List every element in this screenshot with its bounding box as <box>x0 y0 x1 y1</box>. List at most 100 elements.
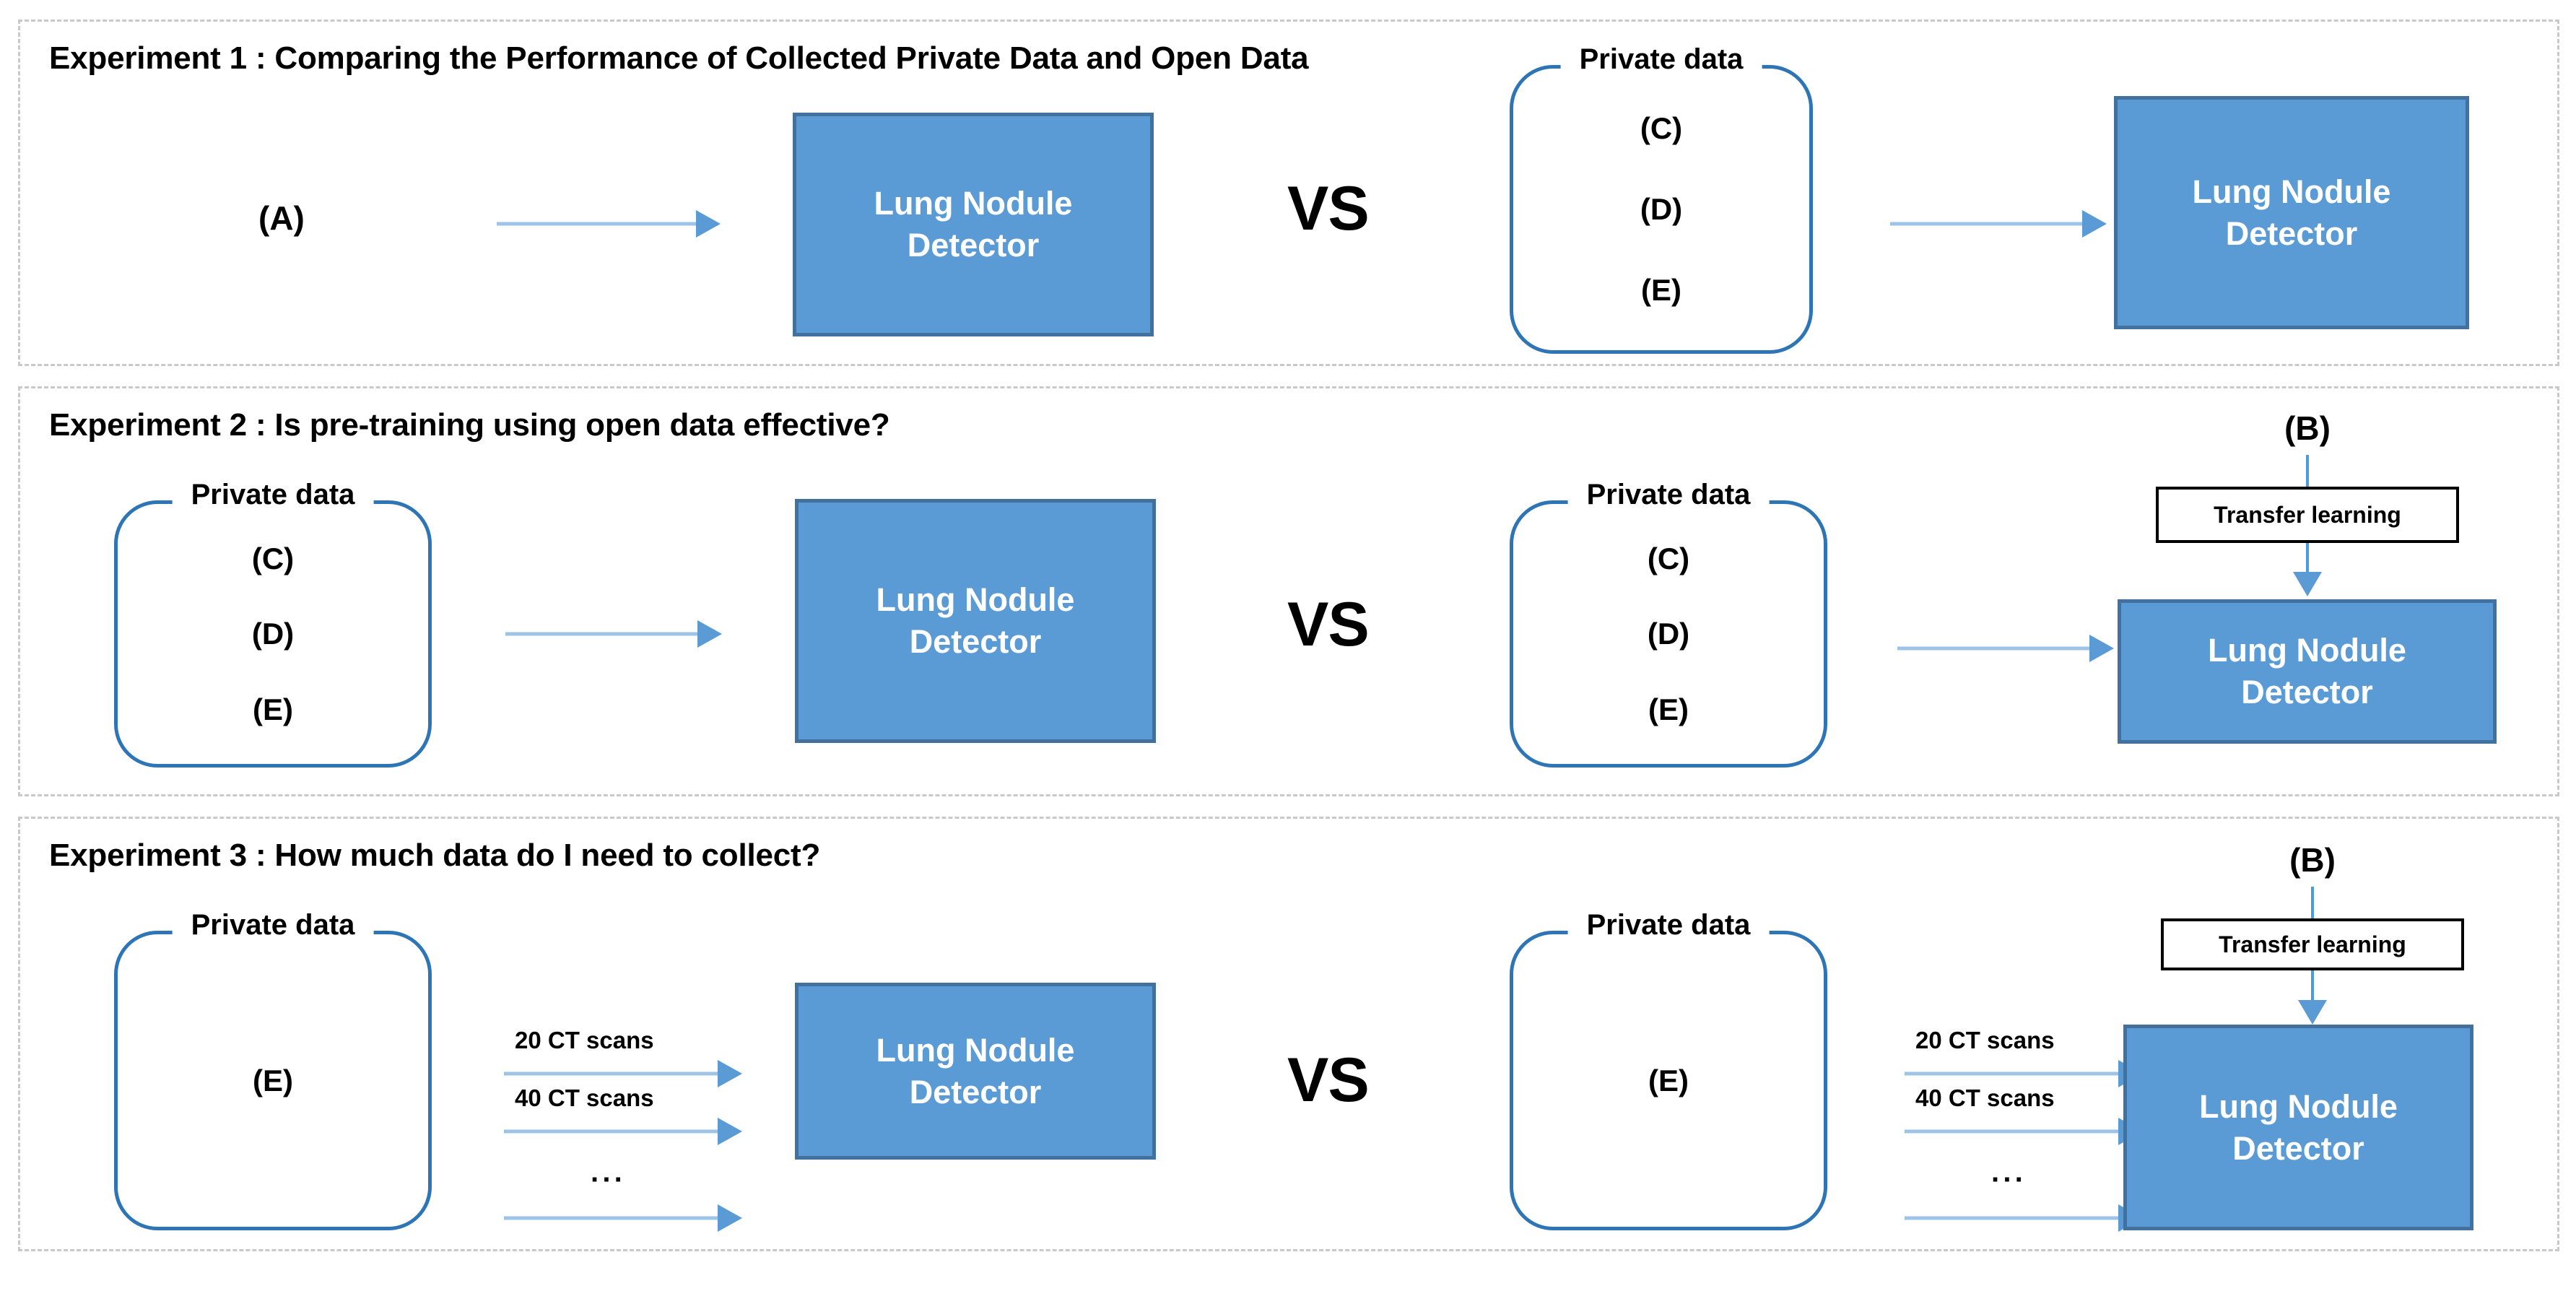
private-data-items: (C) (D) (E) <box>114 500 432 768</box>
dataset-item: (E) <box>253 1063 293 1097</box>
experiment-3-left-private-data-box: Private data (E) <box>114 909 432 1230</box>
detector-line-1: Lung Nodule <box>2199 1087 2398 1125</box>
experiment-1-title: Experiment 1 : Comparing the Performance… <box>49 40 1309 76</box>
experiment-2-left-private-data-box: Private data (C) (D) (E) <box>114 479 432 768</box>
experiment-2-left-detector: Lung Nodule Detector <box>795 499 1156 743</box>
private-data-legend: Private data <box>1567 909 1770 942</box>
arrow-shaft <box>1905 1072 2118 1076</box>
arrow-head-icon <box>697 620 722 648</box>
detector-line-2: Detector <box>907 227 1040 264</box>
experiment-1-right-arrow <box>1890 209 2107 238</box>
experiment-3-vs-label: VS <box>1287 1046 1370 1115</box>
detector-line-1: Lung Nodule <box>2192 173 2391 210</box>
dataset-item: (D) <box>251 617 295 651</box>
experiment-3-left-arrow-1 <box>504 1059 742 1088</box>
experiment-3-right-arrow-2 <box>1905 1117 2143 1146</box>
arrow-head-icon <box>2089 635 2114 662</box>
arrow-shaft <box>1905 1129 2118 1134</box>
arrow-shaft <box>1890 222 2082 226</box>
experiment-2-right-private-data-box: Private data (C) (D) (E) <box>1510 479 1827 768</box>
arrow-head-icon <box>718 1060 742 1087</box>
experiment-2-right-arrow <box>1897 634 2114 663</box>
transfer-learning-marker: (B) <box>2284 409 2331 447</box>
detector-line-2: Detector <box>909 1073 1042 1110</box>
arrow-head-icon <box>718 1204 742 1232</box>
dataset-item: (E) <box>1648 1063 1689 1097</box>
experiment-2-vs-label: VS <box>1287 590 1370 659</box>
private-data-legend: Private data <box>172 909 374 942</box>
experiment-3-left-arrow-label-2: 40 CT scans <box>515 1084 654 1111</box>
experiment-2-title: Experiment 2 : Is pre-training using ope… <box>49 407 890 443</box>
experiment-3-panel: Experiment 3 : How much data do I need t… <box>18 817 2559 1251</box>
experiment-3-left-arrow-label-3: ··· <box>591 1164 626 1196</box>
experiment-2-transfer-learning-group: (B) Transfer learning <box>2156 409 2459 596</box>
experiment-3-left-arrow-2 <box>504 1117 742 1146</box>
dataset-item: (E) <box>253 692 293 726</box>
experiment-3-right-arrow-label-3: ··· <box>1991 1164 2027 1196</box>
dataset-item: (C) <box>251 541 295 575</box>
arrow-shaft <box>504 1129 718 1134</box>
arrow-head-icon <box>718 1118 742 1145</box>
dataset-item: (D) <box>1647 617 1690 651</box>
arrow-head-icon <box>2298 1000 2327 1025</box>
private-data-legend: Private data <box>1560 43 1762 76</box>
transfer-learning-stem <box>2306 455 2309 487</box>
transfer-learning-stem <box>2311 887 2314 918</box>
experiment-3-right-arrow-1 <box>1905 1059 2143 1088</box>
private-data-items: (C) (D) (E) <box>1510 65 1813 354</box>
experiment-1-left-detector: Lung Nodule Detector <box>793 113 1154 336</box>
dataset-item: (E) <box>1648 692 1689 726</box>
transfer-learning-box: Transfer learning <box>2156 487 2459 543</box>
experiment-3-title: Experiment 3 : How much data do I need t… <box>49 838 821 873</box>
arrow-shaft <box>2306 543 2309 575</box>
detector-line-1: Lung Nodule <box>876 581 1075 619</box>
experiment-1-left-source-label: (A) <box>258 199 305 237</box>
private-data-items: (E) <box>114 931 432 1230</box>
detector-line-1: Lung Nodule <box>2208 632 2406 669</box>
arrow-shaft <box>504 1216 718 1220</box>
private-data-items: (E) <box>1510 931 1827 1230</box>
experiment-1-panel: Experiment 1 : Comparing the Performance… <box>18 19 2559 366</box>
experiment-2-right-detector: Lung Nodule Detector <box>2118 599 2497 744</box>
arrow-shaft <box>1905 1216 2118 1220</box>
transfer-learning-down-arrow <box>2293 543 2322 596</box>
experiment-1-vs-label: VS <box>1287 174 1370 243</box>
experiment-3-right-arrow-label-1: 20 CT scans <box>1915 1027 2055 1053</box>
arrow-shaft <box>505 632 697 636</box>
arrow-shaft <box>504 1072 718 1076</box>
transfer-learning-box: Transfer learning <box>2161 918 2464 970</box>
private-data-legend: Private data <box>172 479 374 511</box>
detector-line-1: Lung Nodule <box>874 185 1073 222</box>
experiment-3-left-arrow-3 <box>504 1204 742 1233</box>
arrow-head-icon <box>2293 572 2322 596</box>
dataset-item: (C) <box>1640 111 1683 145</box>
detector-line-2: Detector <box>2232 1129 2364 1167</box>
transfer-learning-marker: (B) <box>2289 841 2336 879</box>
detector-line-1: Lung Nodule <box>876 1031 1075 1069</box>
arrow-shaft <box>2311 970 2314 1003</box>
experiment-3-right-private-data-box: Private data (E) <box>1510 909 1827 1230</box>
dataset-item: (D) <box>1640 192 1683 226</box>
arrow-head-icon <box>2082 210 2107 238</box>
dataset-item: (C) <box>1647 541 1690 575</box>
experiment-3-transfer-learning-group: (B) Transfer learning <box>2161 840 2464 1025</box>
experiment-3-right-arrow-label-2: 40 CT scans <box>1915 1084 2055 1111</box>
experiment-2-panel: Experiment 2 : Is pre-training using ope… <box>18 386 2559 796</box>
experiment-1-right-detector: Lung Nodule Detector <box>2114 96 2469 329</box>
experiment-3-right-arrow-3 <box>1905 1204 2143 1233</box>
detector-line-2: Detector <box>909 623 1042 660</box>
arrow-shaft <box>497 222 696 226</box>
detector-line-2: Detector <box>2241 674 2373 710</box>
dataset-item: (E) <box>1641 273 1681 307</box>
experiment-1-right-private-data-box: Private data (C) (D) (E) <box>1510 43 1813 354</box>
private-data-legend: Private data <box>1567 479 1770 511</box>
arrow-shaft <box>1897 646 2089 651</box>
private-data-items: (C) (D) (E) <box>1510 500 1827 768</box>
experiment-3-left-detector: Lung Nodule Detector <box>795 983 1156 1160</box>
transfer-learning-down-arrow <box>2298 970 2327 1025</box>
experiment-3-left-arrow-label-1: 20 CT scans <box>515 1027 654 1053</box>
experiment-3-right-detector: Lung Nodule Detector <box>2123 1025 2473 1230</box>
detector-line-2: Detector <box>2225 214 2358 252</box>
experiment-2-left-arrow <box>505 620 722 648</box>
experiment-1-left-arrow <box>497 209 721 238</box>
